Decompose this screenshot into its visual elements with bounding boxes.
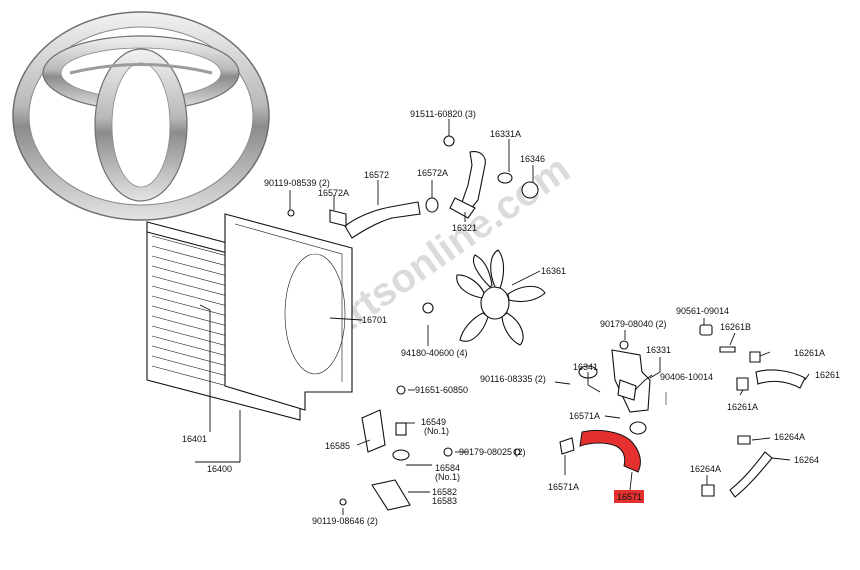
label-16261B: 16261B	[720, 322, 751, 332]
cooling-fan	[456, 249, 546, 346]
radiator-assembly	[146, 209, 546, 511]
label-16549: 16549	[421, 417, 446, 427]
lower-hose-group	[559, 324, 806, 498]
label-16584: 16584	[435, 463, 460, 473]
label-90179-08025: 90179-08025 (2)	[459, 447, 526, 457]
toyota-logo-icon	[12, 11, 270, 221]
label-90561-09014: 90561-09014	[676, 306, 729, 316]
label-16264: 16264	[794, 455, 819, 465]
label-16341: 16341	[573, 362, 598, 372]
label-16585: 16585	[325, 441, 350, 451]
label-16571-highlighted[interactable]: 16571	[617, 492, 642, 502]
label-16331: 16331	[646, 345, 671, 355]
label-90406-10014: 90406-10014	[660, 372, 713, 382]
highlighted-hose-16571[interactable]	[579, 429, 641, 473]
label-16361: 16361	[541, 266, 566, 276]
label-91651-60850: 91651-60850	[415, 385, 468, 395]
label-16582: 16582	[432, 487, 457, 497]
label-90179-08040: 90179-08040 (2)	[600, 319, 667, 329]
label-94180-40600: 94180-40600 (4)	[401, 348, 468, 358]
label-16701: 16701	[362, 315, 387, 325]
label-16571A-bottom: 16571A	[548, 482, 579, 492]
label-16572A-left: 16572A	[318, 188, 349, 198]
label-16572: 16572	[364, 170, 389, 180]
label-16264A-top: 16264A	[774, 432, 805, 442]
label-16401: 16401	[182, 434, 207, 444]
label-16261A-bottom: 16261A	[727, 402, 758, 412]
label-16261: 16261	[815, 370, 840, 380]
label-90116-08335: 90116-08335 (2)	[480, 374, 546, 384]
label-90119-08646: 90119-08646 (2)	[312, 516, 378, 526]
label-16549-sub: (No.1)	[424, 426, 449, 436]
highlight-label-background	[614, 490, 644, 503]
label-16584-sub: (No.1)	[435, 472, 460, 482]
label-90119-08539: 90119-08539 (2)	[264, 178, 330, 188]
label-91511-60820: 91511-60820 (3)	[410, 109, 476, 119]
label-16261A-top: 16261A	[794, 348, 825, 358]
label-16571A-top: 16571A	[569, 411, 600, 421]
upper-hose-group	[329, 135, 539, 239]
label-16346: 16346	[520, 154, 545, 164]
leader-lines	[195, 119, 810, 515]
label-16264A-bottom: 16264A	[690, 464, 721, 474]
label-16583: 16583	[432, 496, 457, 506]
label-16321: 16321	[452, 223, 477, 233]
label-16572A-right: 16572A	[417, 168, 448, 178]
label-16331A-top: 16331A	[490, 129, 521, 139]
part-labels: 91511-60820 (3) 16331A 16346 16572 16572…	[182, 109, 840, 526]
label-16400: 16400	[207, 464, 232, 474]
